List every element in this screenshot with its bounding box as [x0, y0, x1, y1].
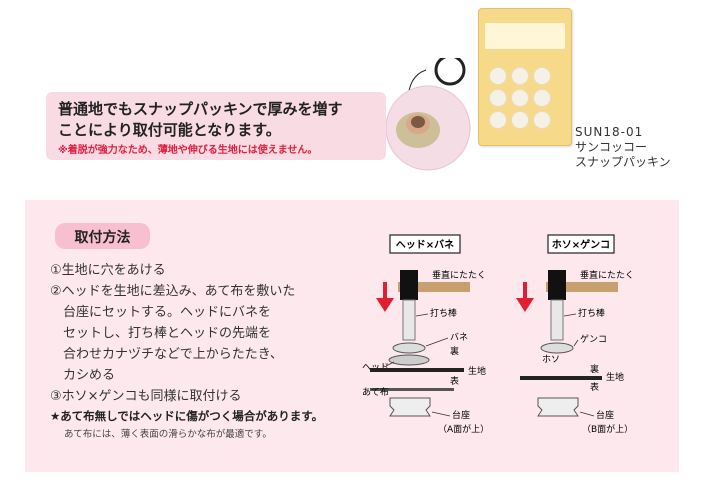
promo-warning: ※着脱が強力なため、薄地や伸びる生地には使えません。	[58, 145, 318, 156]
product-package-image	[478, 8, 572, 146]
diagram-left-title-box	[389, 234, 461, 254]
right-hit-label: 垂直にたたく	[580, 269, 634, 281]
promo-box: 普通地でもスナップパッキンで厚みを増す ことにより取付可能となります。 ※着脱が…	[46, 92, 386, 160]
left-back-label: 裏	[450, 345, 459, 357]
fabric-layer	[370, 368, 464, 372]
packing-dot	[489, 111, 507, 129]
hammer-handle	[546, 282, 618, 292]
diagram-right-title-box	[547, 234, 615, 254]
right-genko-label: ゲンコ	[580, 333, 607, 345]
left-fabric-label: 生地	[468, 365, 486, 377]
right-front-label: 表	[590, 381, 599, 393]
base-anvil	[389, 397, 431, 417]
product-brand: サンコッコー	[575, 140, 648, 154]
step-line: 合わせカナヅチなどで上からたたき、	[50, 347, 283, 362]
left-rod-label: 打ち棒	[430, 307, 457, 319]
package-label	[485, 23, 565, 49]
step-line: セットし、打ち棒とヘッドの先端を	[50, 326, 272, 341]
packing-dot	[489, 89, 507, 107]
left-base-label: 台座	[452, 409, 470, 421]
punch-rod	[402, 299, 416, 341]
packing-dot	[511, 111, 529, 129]
right-base-side: （B面が上）	[582, 423, 633, 435]
step-line: ①生地に穴をあける	[50, 263, 166, 278]
promo-line2: ことにより取付可能となります。	[58, 121, 281, 139]
product-info: SUN18-01 サンコッコー スナップパッキン	[575, 125, 671, 170]
diagram-hoso-genko: ホソ×ゲンコ 垂直にたたく 打ち棒 ゲンコ ホソ 裏 生地 表 台座 （B面が上…	[516, 234, 634, 435]
hammer-handle	[398, 282, 470, 292]
step-line: ②ヘッドを生地に差込み、あて布を敷いた	[50, 284, 296, 299]
instructions-heading: 取付方法	[55, 223, 150, 249]
right-rod-label: 打ち棒	[578, 307, 605, 319]
red-arrow-shaft	[383, 282, 387, 300]
warning-note: ★あて布無しではヘッドに傷がつく場合があります。	[50, 409, 324, 423]
installation-diagram: ヘッド×バネ 垂直にたたく 打ち棒 バネ ヘッド 裏 生地 表	[362, 234, 634, 435]
packing-dot	[489, 67, 507, 85]
instructions-title: 取付方法	[74, 230, 131, 246]
product-name: スナップパッキン	[575, 155, 671, 169]
packing-dot	[533, 89, 551, 107]
left-spring-label: バネ	[450, 332, 468, 343]
right-hoso-label: ホソ	[542, 354, 560, 365]
head-part	[388, 354, 430, 366]
hammer-head	[548, 270, 566, 300]
spring-part	[392, 342, 426, 354]
hammer-head	[400, 270, 418, 300]
step-line: ③ホソ×ゲンコも同様に取付ける	[50, 389, 242, 404]
base-anvil	[537, 397, 579, 417]
snap-photo	[385, 58, 471, 171]
genko-part	[540, 342, 574, 354]
punch-rod	[550, 299, 564, 341]
right-back-label: 裏	[590, 363, 599, 375]
left-hit-label: 垂直にたたく	[432, 269, 486, 281]
diagram-right-title: ホソ×ゲンコ	[552, 238, 610, 251]
left-pad-label: あて布	[362, 386, 389, 398]
left-front-label: 表	[450, 375, 459, 387]
step-line: 台座にセットする。ヘッドにバネを	[50, 305, 272, 320]
red-arrow-head	[376, 298, 394, 312]
diagram-head-spring: ヘッド×バネ 垂直にたたく 打ち棒 バネ ヘッド 裏 生地 表	[362, 234, 489, 435]
left-base-side: （A面が上）	[438, 423, 489, 435]
right-base-label: 台座	[596, 409, 614, 421]
packing-dot	[511, 67, 529, 85]
fabric-layer	[520, 376, 602, 380]
packing-dot	[511, 89, 529, 107]
pad-note: あて布には、薄く表面の滑らかな布が最適です。	[64, 429, 272, 440]
packing-dot	[533, 111, 551, 129]
step-line: カシめる	[50, 368, 116, 383]
promo-line1: 普通地でもスナップパッキンで厚みを増す	[58, 100, 343, 118]
packing-dot	[533, 67, 551, 85]
red-arrow-shaft	[523, 282, 527, 300]
product-code: SUN18-01	[575, 125, 644, 139]
right-fabric-label: 生地	[606, 371, 624, 383]
diagram-left-title: ヘッド×バネ	[396, 239, 454, 251]
red-arrow-head	[516, 298, 534, 312]
pad-cloth	[370, 388, 454, 391]
